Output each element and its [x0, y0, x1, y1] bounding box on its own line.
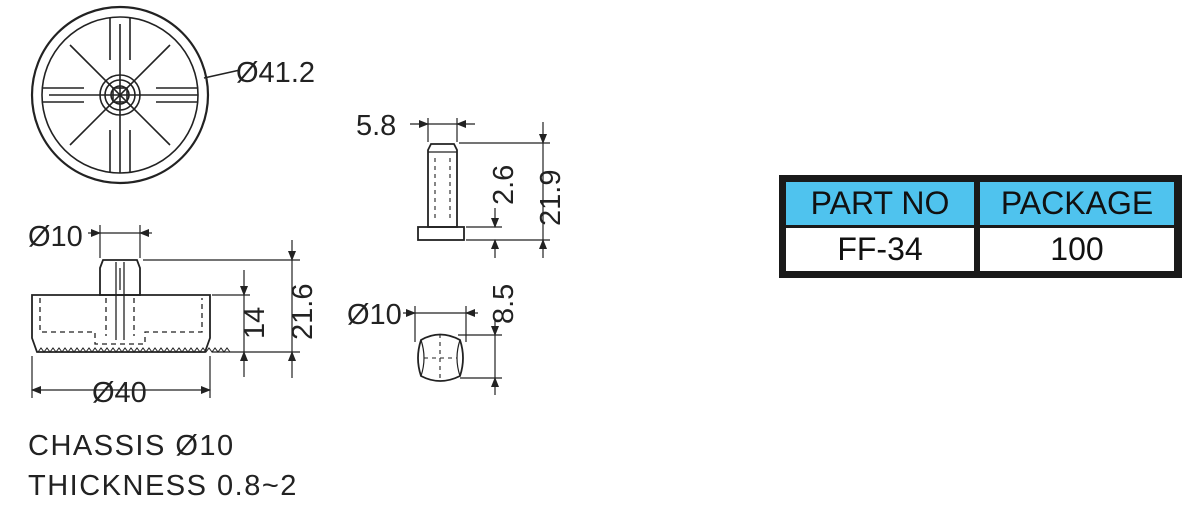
wheel-diameter-label: Ø41.2 — [236, 57, 315, 89]
base-height-label: 14 — [239, 307, 271, 339]
foot-side-view — [31, 259, 231, 353]
pin-width-label: 5.8 — [356, 110, 396, 142]
pin-length-label: 21.9 — [535, 170, 567, 226]
part-table: PART NO PACKAGE FF-34 100 — [779, 175, 1182, 278]
cap-diameter-label: Ø10 — [347, 299, 402, 331]
cap-view — [417, 333, 464, 382]
foot-dimension-lines — [31, 225, 300, 398]
table-header-part-no: PART NO — [786, 182, 974, 225]
pin-dimension-lines — [410, 118, 550, 258]
wheel-top-view — [30, 5, 241, 185]
pin-head-label: 2.6 — [488, 165, 520, 205]
cap-dimension-lines — [403, 306, 502, 395]
cap-height-label: 8.5 — [488, 284, 520, 324]
table-cell-part-no: FF-34 — [786, 228, 974, 271]
total-height-label: 21.6 — [287, 284, 319, 340]
table-header-package: PACKAGE — [980, 182, 1174, 225]
stem-diameter-label: Ø10 — [28, 221, 83, 253]
pin-side-view — [417, 143, 465, 241]
table-cell-package: 100 — [980, 228, 1174, 271]
chassis-note: CHASSIS Ø10 — [28, 430, 235, 462]
thickness-note: THICKNESS 0.8~2 — [28, 470, 298, 502]
base-diameter-label: Ø40 — [92, 377, 147, 409]
